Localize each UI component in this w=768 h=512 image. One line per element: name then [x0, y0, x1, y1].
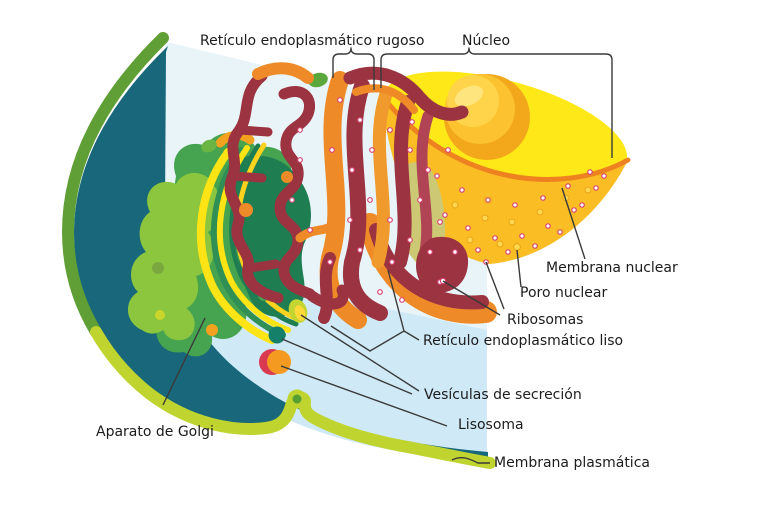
label-nuclear-membrane: Membrana nuclear	[546, 260, 678, 276]
leader-ribosomes-2	[485, 261, 505, 310]
lysosome-shape	[259, 349, 291, 375]
bracket-nucleus	[380, 47, 613, 158]
label-nucleus: Núcleo	[462, 33, 511, 49]
label-secretory-vesicles: Vesículas de secreción	[424, 387, 582, 403]
nucleus-shape	[379, 71, 631, 267]
vesicles-group	[259, 299, 308, 375]
ribosome-dots	[289, 97, 458, 303]
endoplasmic-reticulum-shape	[224, 62, 497, 329]
label-golgi: Aparato de Golgi	[96, 424, 214, 440]
nucleus-droplets	[451, 186, 592, 251]
plasma-membrane-shape	[61, 32, 496, 469]
leader-nuclear-membrane	[561, 187, 586, 260]
leader-golgi	[162, 317, 206, 406]
label-ribosomes: Ribosomas	[507, 312, 584, 328]
bracket-rough-er	[332, 47, 375, 90]
nuclear-pore-target	[513, 243, 521, 251]
vesicle-teal-shape	[268, 326, 286, 344]
leader-lines	[162, 47, 613, 464]
label-lysosome: Lisosoma	[458, 417, 524, 433]
leader-smooth-er	[330, 269, 420, 352]
leader-lysosome	[280, 365, 448, 427]
leader-plasma-membrane	[451, 456, 490, 464]
membrane-fold	[287, 389, 307, 409]
leader-vesicle-2	[281, 338, 413, 395]
leader-vesicle-1	[300, 314, 420, 392]
label-rough-er: Retículo endoplasmático rugoso	[200, 33, 425, 49]
label-plasma-membrane: Membrana plasmática	[494, 455, 650, 471]
leader-nuclear-pore	[516, 249, 522, 288]
leader-ribosomes-1	[442, 280, 501, 316]
label-smooth-er: Retículo endoplasmático liso	[423, 333, 624, 349]
nuclear-rim	[379, 93, 631, 182]
label-nuclear-pore: Poro nuclear	[520, 285, 608, 301]
